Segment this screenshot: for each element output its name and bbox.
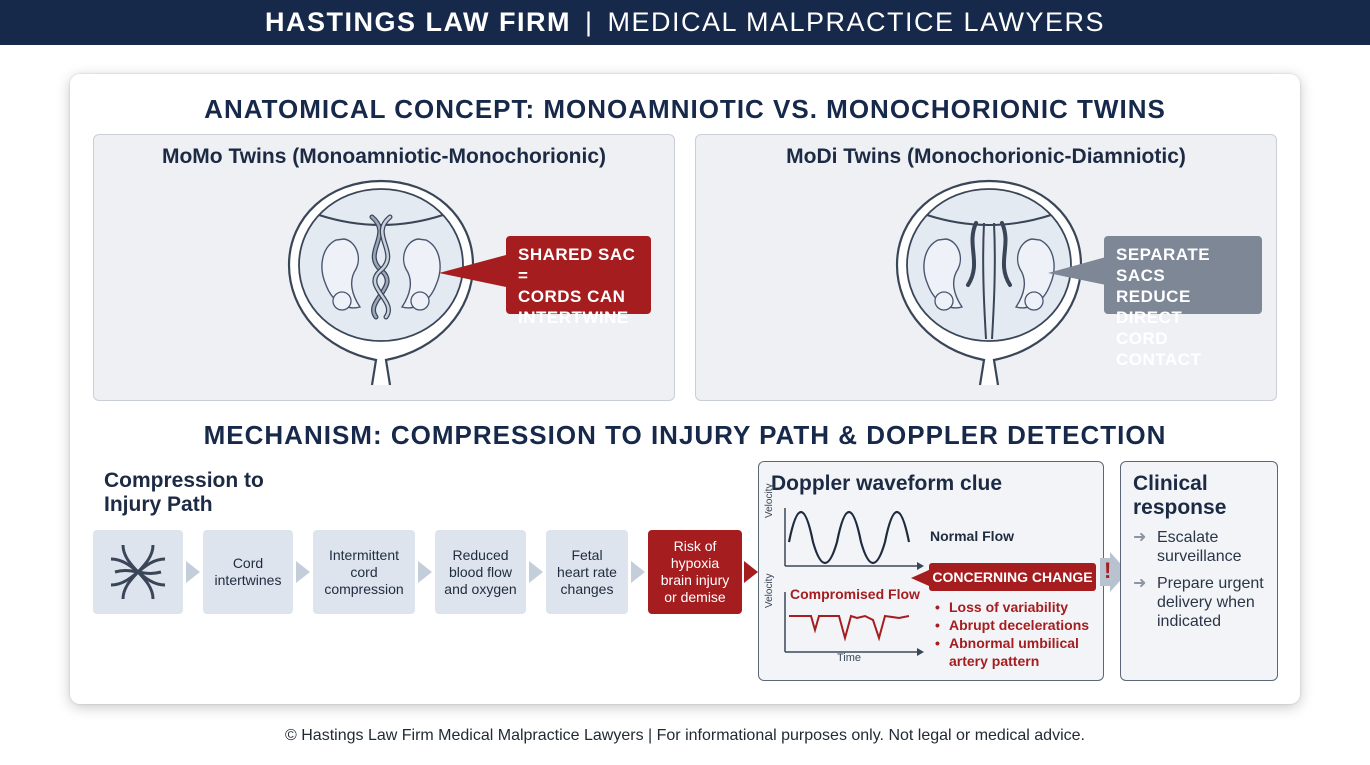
intertwined-cords-icon	[110, 544, 166, 600]
arrow-right-icon: ➜	[1133, 529, 1147, 546]
modi-callout: SEPARATE SACS REDUCE DIRECT CORD CONTACT	[1104, 236, 1262, 369]
time-axis-label: Time	[837, 652, 862, 664]
warning-symbol: !	[1104, 558, 1112, 583]
normal-flow-label: Normal Flow	[930, 528, 1015, 544]
footer-disclaimer: © Hastings Law Firm Medical Malpractice …	[285, 727, 1085, 744]
arrow-right-icon	[529, 561, 543, 583]
step-cord-intertwines: Cord intertwines	[203, 530, 293, 614]
header-tagline: MEDICAL MALPRACTICE LAWYERS	[607, 7, 1106, 37]
path-title: Compression to Injury Path	[104, 469, 264, 516]
step-reduced-blood-flow: Reduced blood flow and oxygen	[435, 530, 526, 614]
clinical-response-panel: Clinical response ➜ Escalate surveillanc…	[1120, 461, 1278, 681]
concern-item: •Loss of variability	[935, 599, 1069, 615]
concern-item: •Abrupt decelerations	[935, 617, 1090, 633]
doppler-waveform-chart	[784, 508, 929, 656]
doppler-panel: Doppler waveform clue Velocity Velocity …	[758, 461, 1104, 681]
modi-panel-title: MoDi Twins (Monochorionic-Diamniotic)	[786, 145, 1186, 168]
momo-callout: SHARED SAC = CORDS CAN INTERTWINE	[506, 236, 651, 327]
step-fetal-heart-rate: Fetal heart rate changes	[546, 530, 628, 614]
step-risk-hypoxia: Risk of hypoxia brain injury or demise	[648, 530, 742, 614]
concern-list: •Loss of variability •Abrupt deceleratio…	[935, 598, 1103, 670]
concerning-change-badge: CONCERNING CHANGE	[929, 563, 1096, 591]
modi-panel: MoDi Twins (Monochorionic-Diamniotic) SE…	[695, 134, 1277, 401]
arrow-right-icon	[418, 561, 432, 583]
arrow-right-icon: ➜	[1133, 575, 1147, 592]
arrow-right-icon	[296, 561, 310, 583]
header-separator: |	[584, 7, 594, 37]
concern-item: •Abnormal umbilical artery pattern	[935, 635, 1079, 669]
momo-uterus-illustration	[287, 179, 506, 386]
momo-panel: MoMo Twins (Monoamniotic-Monochorionic) …	[93, 134, 675, 401]
firm-name: HASTINGS LAW FIRM	[264, 7, 571, 37]
doppler-title: Doppler waveform clue	[771, 472, 1003, 495]
warning-icon	[1100, 552, 1128, 592]
mechanism-section-title: MECHANISM: COMPRESSION TO INJURY PATH & …	[203, 420, 1167, 450]
arrow-right-icon	[744, 561, 758, 583]
clinical-item-escalate: ➜ Escalate surveillance	[1133, 529, 1242, 565]
compromised-flow-label: Compromised Flow	[790, 586, 920, 602]
velocity-axis-label-2: Velocity	[764, 573, 775, 608]
clinical-title: Clinical response	[1133, 472, 1227, 519]
clinical-item-delivery: ➜ Prepare urgent delivery when indicated	[1133, 575, 1264, 630]
velocity-axis-label: Velocity	[764, 483, 775, 518]
intertwined-cords-step	[93, 530, 183, 614]
infographic-card: ANATOMICAL CONCEPT: MONOAMNIOTIC VS. MON…	[70, 74, 1300, 704]
step-cord-compression: Intermittent cord compression	[313, 530, 415, 614]
momo-panel-title: MoMo Twins (Monoamniotic-Monochorionic)	[161, 145, 607, 168]
anatomy-section-title: ANATOMICAL CONCEPT: MONOAMNIOTIC VS. MON…	[204, 94, 1166, 124]
header-bar: HASTINGS LAW FIRM | MEDICAL MALPRACTICE …	[0, 0, 1370, 45]
arrow-right-icon	[631, 561, 645, 583]
modi-uterus-illustration	[895, 179, 1106, 386]
arrow-right-icon	[186, 561, 200, 583]
